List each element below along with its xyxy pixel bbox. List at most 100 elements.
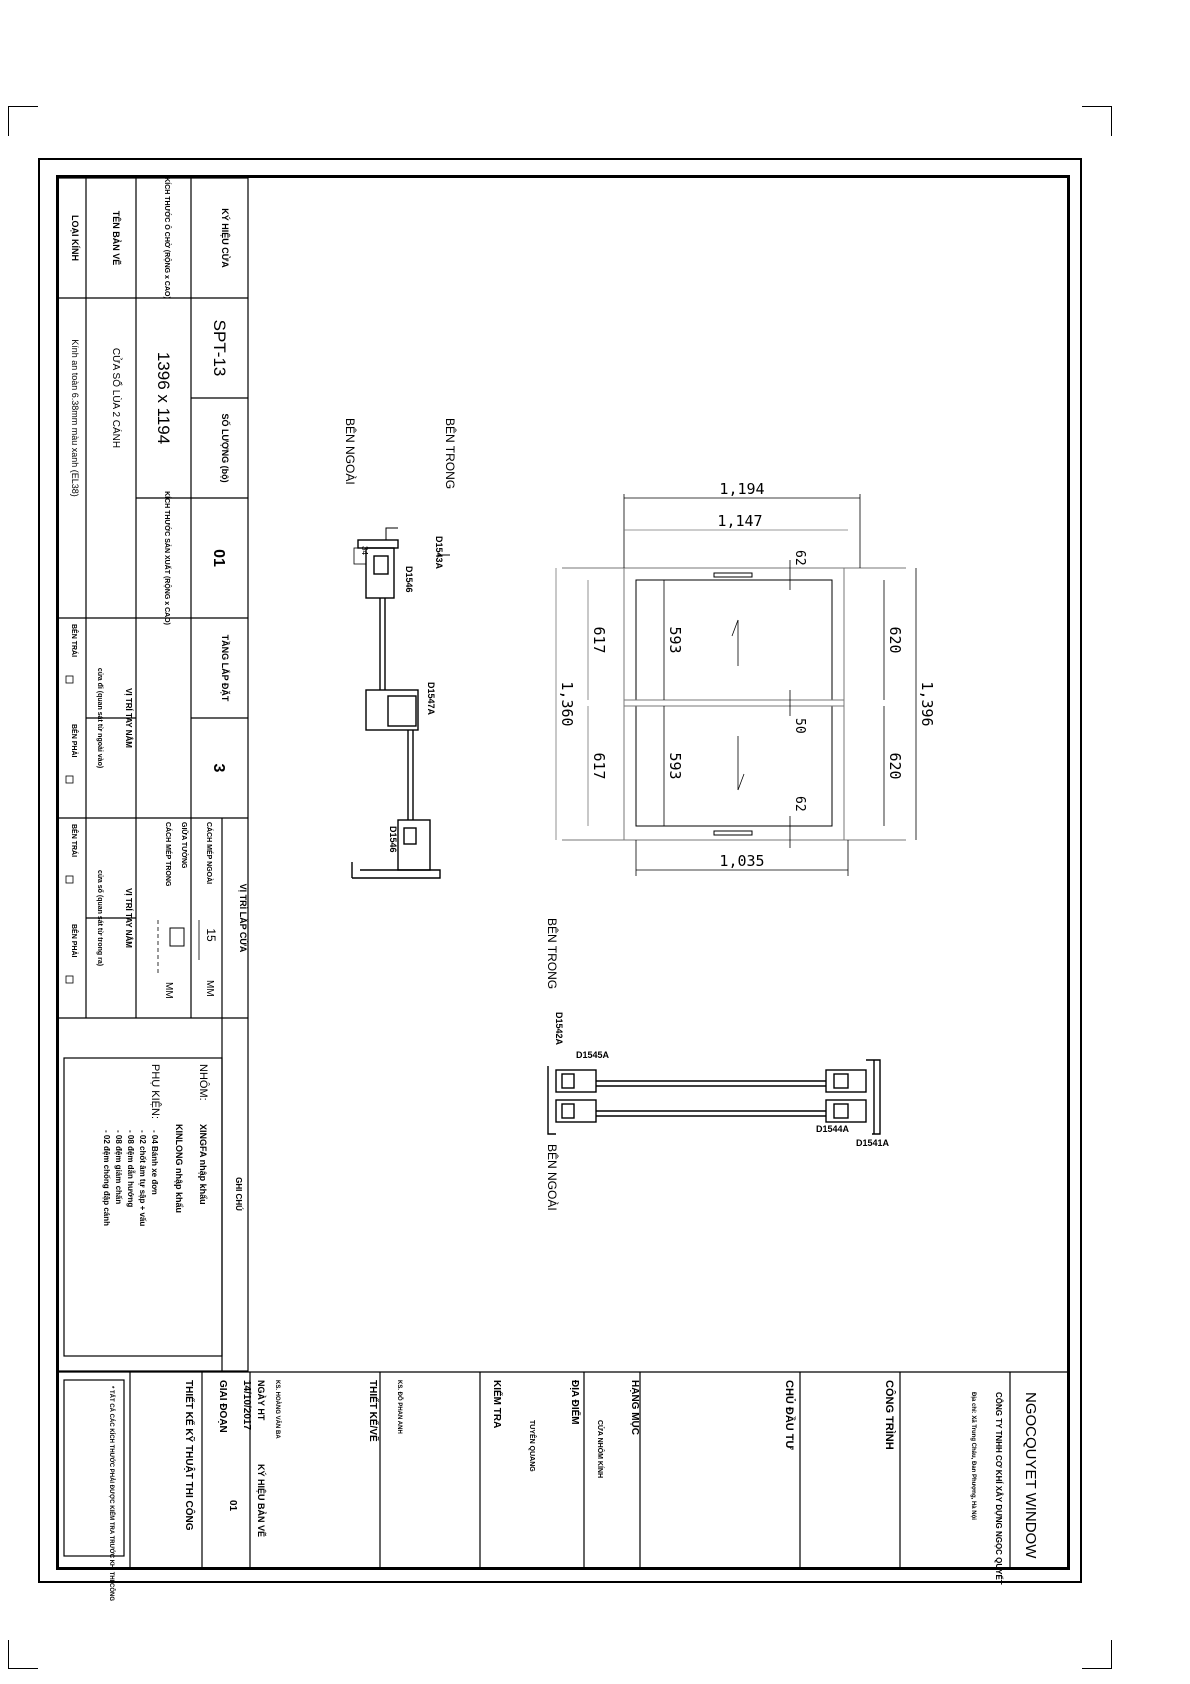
- title-block-text: NGOCQUYET WINDOW CÔNG TY TNHH CƠ KHÍ XÂY…: [108, 1380, 1039, 1601]
- aluminum-value: XINGFA nhập khẩu: [198, 1124, 208, 1205]
- handle-position-1: VỊ TRÍ TAY NẮM: [124, 688, 133, 748]
- hdr-quantity: SỐ LƯỢNG (bộ): [220, 413, 231, 482]
- left-side-1: BÊN TRÁI: [70, 624, 79, 657]
- item-label: HẠNG MỤC: [629, 1380, 640, 1435]
- crop-mark-bl-h: [8, 1668, 38, 1669]
- hdr-door-code: KÝ HIỆU CỬA: [220, 208, 231, 268]
- right-side-2-checkbox[interactable]: [65, 975, 74, 984]
- right-side-2: BÊN PHẢI: [70, 924, 79, 958]
- hdr-production-size: KÍCH THƯỚC SẢN XUẤT (RỘNG x CAO): [163, 491, 173, 625]
- hdr-glass-type: LOẠI KÍNH: [70, 215, 80, 261]
- profile-d1542a: D1542A: [554, 1012, 564, 1046]
- wall-center-checkbox[interactable]: [169, 927, 185, 947]
- right-side-1-checkbox[interactable]: [65, 775, 74, 784]
- unit-mm-1: MM: [204, 980, 215, 997]
- title-block: [58, 1371, 1068, 1568]
- general-note: * TẤT CẢ CÁC KÍCH THƯỚC PHẢI ĐƯỢC KIỂM T…: [108, 1386, 116, 1601]
- project-label: CÔNG TRÌNH: [883, 1380, 896, 1450]
- dim-sash-bottom: 62: [792, 796, 807, 812]
- dim-width-bottom: 1,035: [719, 852, 764, 870]
- address: Địa chỉ: Xã Trung Châu, Đan Phượng, Hà N…: [970, 1392, 976, 1520]
- crop-mark-br-h: [1082, 1668, 1112, 1669]
- brand: NGOCQUYET WINDOW: [1022, 1392, 1039, 1559]
- stage-label: GIAI ĐOẠN: [217, 1380, 228, 1433]
- wall-opening: 1396 x 1194: [154, 352, 173, 444]
- profile-d1546-b: D1546: [388, 826, 398, 853]
- profile-d1545a: D1545A: [576, 1050, 610, 1060]
- dim-mid-gap: 50: [792, 718, 807, 734]
- small-dim-34: 34: [360, 546, 369, 555]
- crop-mark-tl-h: [8, 106, 38, 107]
- door-code: SPT-13: [210, 320, 229, 377]
- elevation-dimensions: [555, 494, 917, 876]
- window-elevation: [562, 567, 906, 841]
- sheet-border: [38, 158, 1082, 1583]
- crop-mark-tr-h: [1082, 106, 1112, 107]
- accessory-3: - 08 đệm dẫn hướng: [126, 1130, 135, 1207]
- design-label: THIẾT KẾ/VẼ: [367, 1380, 380, 1442]
- inside-label-2: BÊN TRONG: [545, 918, 560, 989]
- right-side-1: BÊN PHẢI: [70, 724, 79, 758]
- dim-outer-1: 620: [886, 626, 904, 653]
- item-value: CỬA NHÔM KÍNH: [596, 1420, 605, 1478]
- accessory-5: - 02 đệm chống đập cánh: [102, 1130, 111, 1226]
- profile-d1543a: D1543A: [434, 536, 444, 570]
- profile-d1541a: D1541A: [856, 1138, 890, 1148]
- date-label: NGÀY HT: [256, 1380, 266, 1421]
- dim-height-overall: 1,396: [918, 681, 936, 726]
- dim-sash-2: 617: [590, 752, 608, 779]
- accessory-1: - 04 Bánh xe đơn: [150, 1130, 159, 1195]
- spec-table: [57, 177, 249, 1372]
- inside-label-1: BÊN TRONG: [443, 418, 458, 489]
- crop-mark-br-v: [1111, 1640, 1112, 1668]
- unit-mm-2: MM: [163, 982, 174, 999]
- design-person: KS. HOÀNG VĂN BA: [274, 1380, 281, 1439]
- company: CÔNG TY TNHH CƠ KHÍ XÂY DỰNG NGỌC QUYẾT: [994, 1392, 1004, 1585]
- profile-d1547a: D1547A: [426, 682, 436, 716]
- dim-sash-top: 62: [792, 550, 807, 566]
- dim-width-overall: 1,194: [719, 480, 764, 498]
- drawing-no-label: KÝ HIỆU BẢN VẼ: [256, 1464, 267, 1537]
- left-side-2: BÊN TRÁI: [70, 824, 79, 857]
- handle-note-2: cửa sổ (quan sát từ trong ra): [96, 870, 104, 966]
- from-inside: CÁCH MÉP TRONG: [164, 822, 173, 887]
- dim-height-frame: 1,360: [558, 681, 576, 726]
- accessory-4: - 08 đệm giảm chấn: [114, 1130, 123, 1204]
- crop-mark-tr-v: [1111, 106, 1112, 136]
- accessories-label: PHỤ KIỆN:: [149, 1064, 162, 1119]
- horizontal-section: [547, 1059, 881, 1135]
- check-label: KIỂM TRA: [491, 1380, 504, 1428]
- stage-value: THIẾT KẾ KỸ THUẬT THI CÔNG: [183, 1380, 196, 1531]
- vertical-section-labels: BÊN TRONG BÊN NGOÀI D1543A D1546 D1547A …: [343, 418, 458, 853]
- horizontal-section-labels: BÊN TRONG BÊN NGOÀI D1542A D1545A D1544A…: [545, 918, 890, 1211]
- drawing-no: 01: [227, 1500, 238, 1512]
- location-label: ĐỊA ĐIỂM: [569, 1380, 582, 1425]
- quantity: 01: [210, 549, 227, 567]
- crop-mark-bl-v: [8, 1640, 9, 1668]
- dim-glass-1: 593: [666, 626, 684, 653]
- notes-header: GHI CHÚ: [234, 1177, 243, 1211]
- drawing-name: CỬA SỔ LÙA 2 CÁNH: [110, 348, 123, 448]
- floor: 3: [210, 764, 227, 773]
- date: 14/10/2017: [241, 1380, 252, 1430]
- from-outside: CÁCH MÉP NGOÀI: [205, 822, 214, 884]
- left-side-2-checkbox[interactable]: [65, 875, 74, 884]
- handle-note-1: cửa đi (quan sát từ ngoài vào): [96, 668, 103, 768]
- outside-label-1: BÊN NGOÀI: [343, 418, 358, 485]
- wall-center: GIỮA TƯỜNG: [180, 822, 189, 869]
- profile-d1544a: D1544A: [816, 1124, 850, 1134]
- hdr-wall-opening: KÍCH THƯỚC Ô CHỜ (RỘNG x CAO): [163, 177, 172, 299]
- dim-width-frame: 1,147: [717, 512, 762, 530]
- crop-mark-tl-v: [8, 106, 9, 136]
- location-value: TUYÊN QUANG: [528, 1420, 537, 1472]
- accessory-2: - 02 chốt âm tự sập + vấu: [138, 1130, 147, 1226]
- hdr-drawing-name: TÊN BẢN VẼ: [111, 211, 122, 266]
- left-side-1-checkbox[interactable]: [65, 675, 74, 684]
- dim-glass-2: 593: [666, 752, 684, 779]
- from-outside-value: 15: [204, 928, 218, 942]
- aluminum-label: NHÔM:: [197, 1064, 210, 1101]
- spec-table-text: KÝ HIỆU CỬA SPT-13 SỐ LƯỢNG (bộ) 01 TẦNG…: [65, 177, 249, 1226]
- hdr-floor: TẦNG LẮP ĐẶT: [220, 635, 230, 702]
- outside-label-2: BÊN NGOÀI: [545, 1144, 560, 1211]
